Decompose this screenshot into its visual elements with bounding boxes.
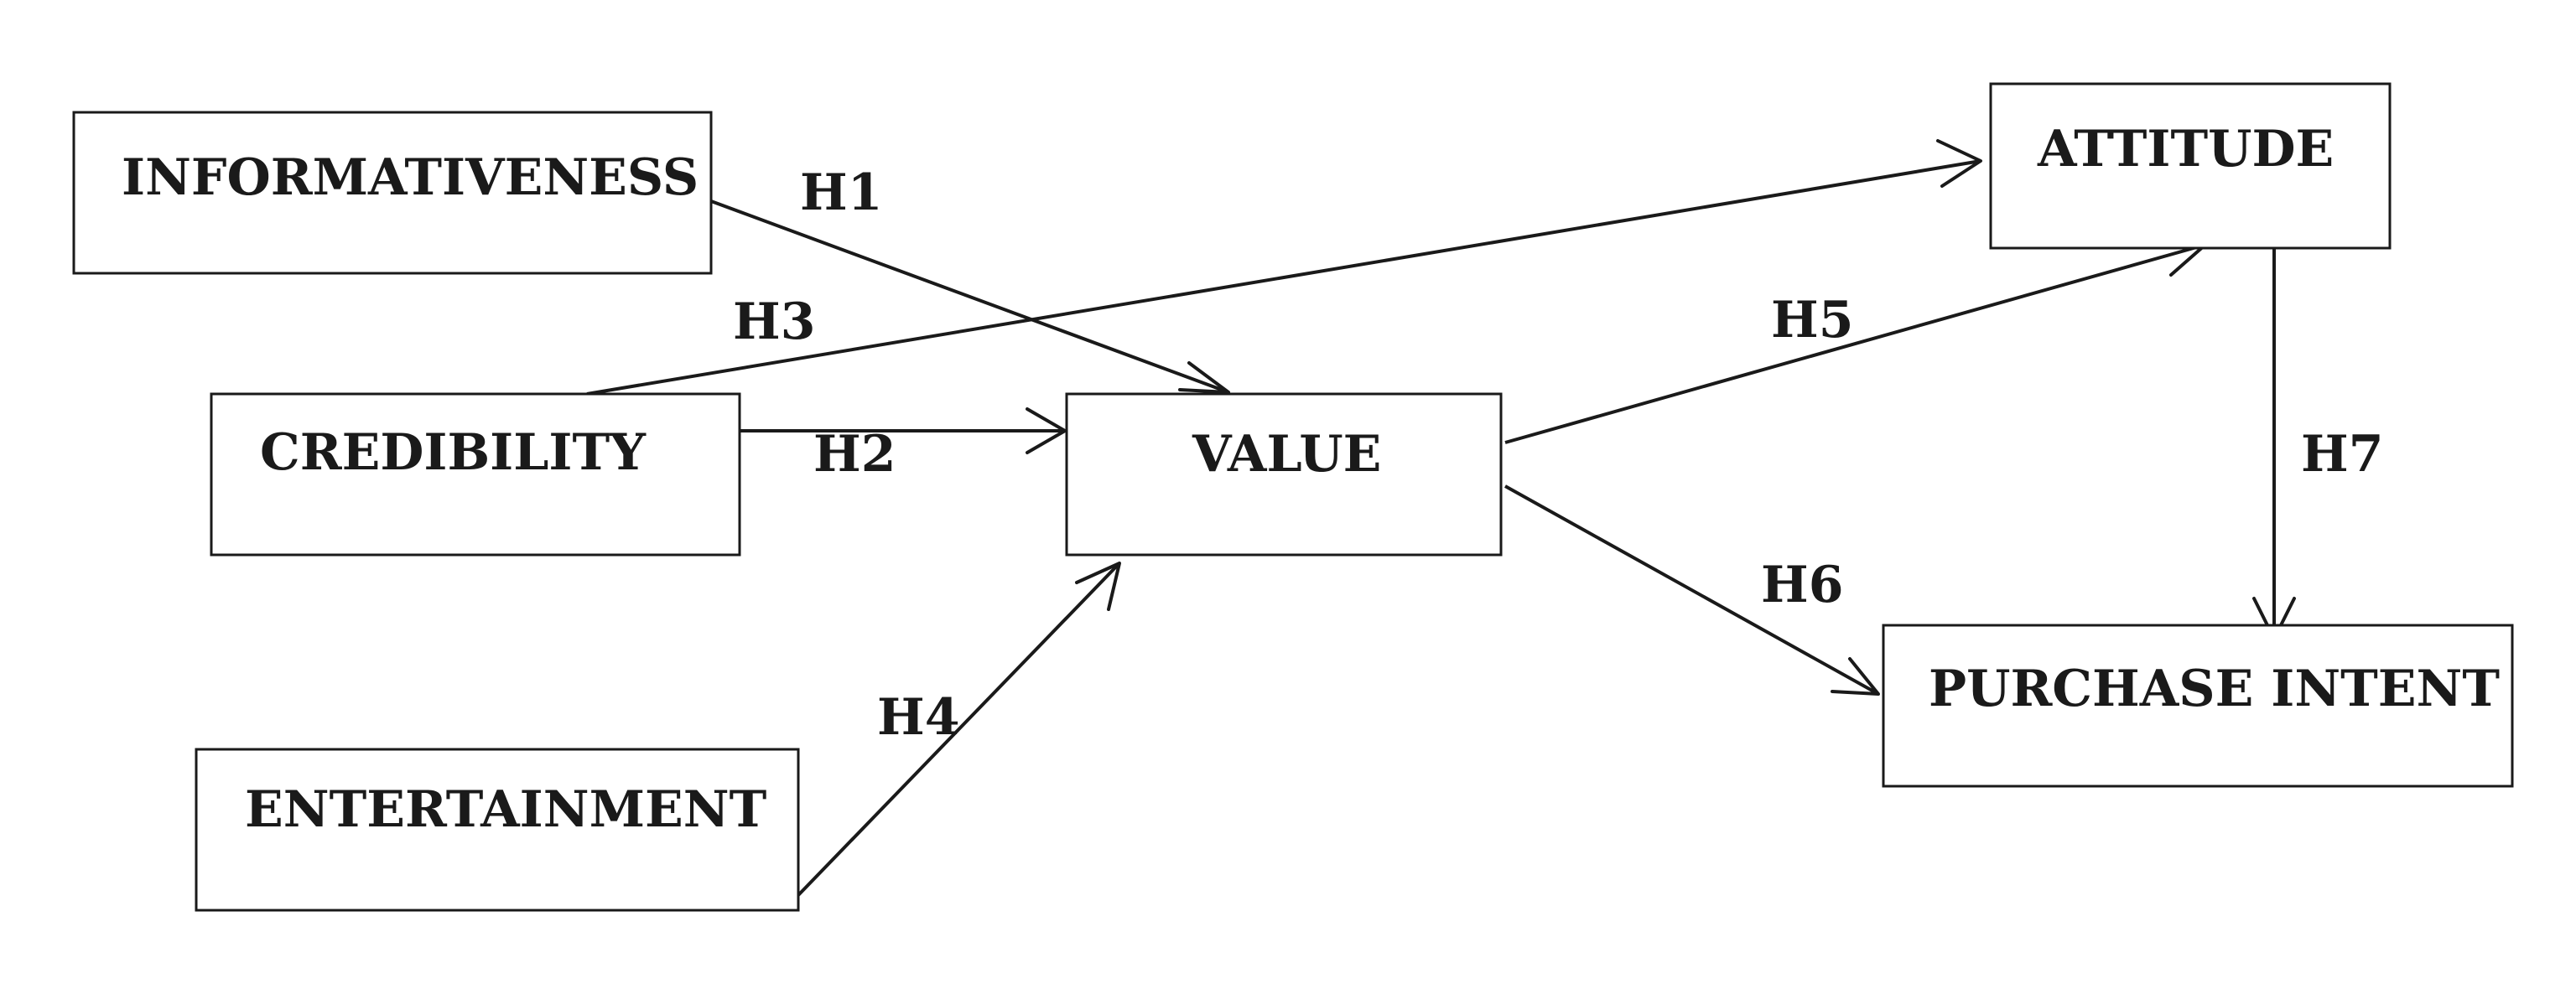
node-attitude-label: ATTITUDE xyxy=(2037,120,2334,179)
node-value-box xyxy=(1065,392,1503,557)
node-attitude-box xyxy=(1989,82,2392,250)
edge-label-h7: H7 xyxy=(2301,425,2383,484)
node-attitude: ATTITUDE xyxy=(1989,82,2392,250)
node-credibility-box xyxy=(210,392,741,557)
edge-label-h1: H1 xyxy=(800,163,882,222)
edge-h3-line xyxy=(586,159,1981,396)
node-entertainment-box xyxy=(195,748,800,912)
node-purchase-intent: PURCHASE INTENT xyxy=(1882,624,2514,788)
edge-h3-arrowhead xyxy=(1936,139,1982,188)
edge-h2-arrowhead xyxy=(1026,407,1067,454)
node-entertainment-label: ENTERTAINMENT xyxy=(245,780,767,839)
edge-h1-line xyxy=(710,199,1229,394)
node-purchase-intent-box xyxy=(1882,624,2514,788)
edge-label-h5: H5 xyxy=(1771,291,1853,350)
node-credibility-label: CREDIBILITY xyxy=(260,423,647,482)
node-purchase-intent-label: PURCHASE INTENT xyxy=(1929,660,2500,718)
edges xyxy=(586,139,2296,897)
edge-h1-arrowhead xyxy=(1178,361,1230,394)
edge-label-h2: H2 xyxy=(813,425,896,484)
edge-h6-arrowhead xyxy=(1831,657,1880,696)
edge-h6-line xyxy=(1504,484,1879,696)
edge-h4-line xyxy=(797,562,1121,897)
edge-label-h3: H3 xyxy=(733,293,815,351)
edge-label-h4: H4 xyxy=(877,688,959,747)
node-value-label: VALUE xyxy=(1192,425,1381,484)
node-informativeness: INFORMATIVENESS xyxy=(72,111,713,275)
node-entertainment: ENTERTAINMENT xyxy=(195,748,800,912)
edge-label-h6: H6 xyxy=(1761,556,1843,614)
node-value: VALUE xyxy=(1065,392,1503,557)
node-informativeness-label: INFORMATIVENESS xyxy=(122,148,699,207)
edge-h5-line xyxy=(1504,243,2206,444)
node-credibility: CREDIBILITY xyxy=(210,392,741,557)
edge-labels: H1 H3 H2 H4 H5 H6 H7 xyxy=(733,163,2383,747)
edge-h4-arrowhead xyxy=(1075,562,1121,611)
node-informativeness-box xyxy=(72,111,713,275)
